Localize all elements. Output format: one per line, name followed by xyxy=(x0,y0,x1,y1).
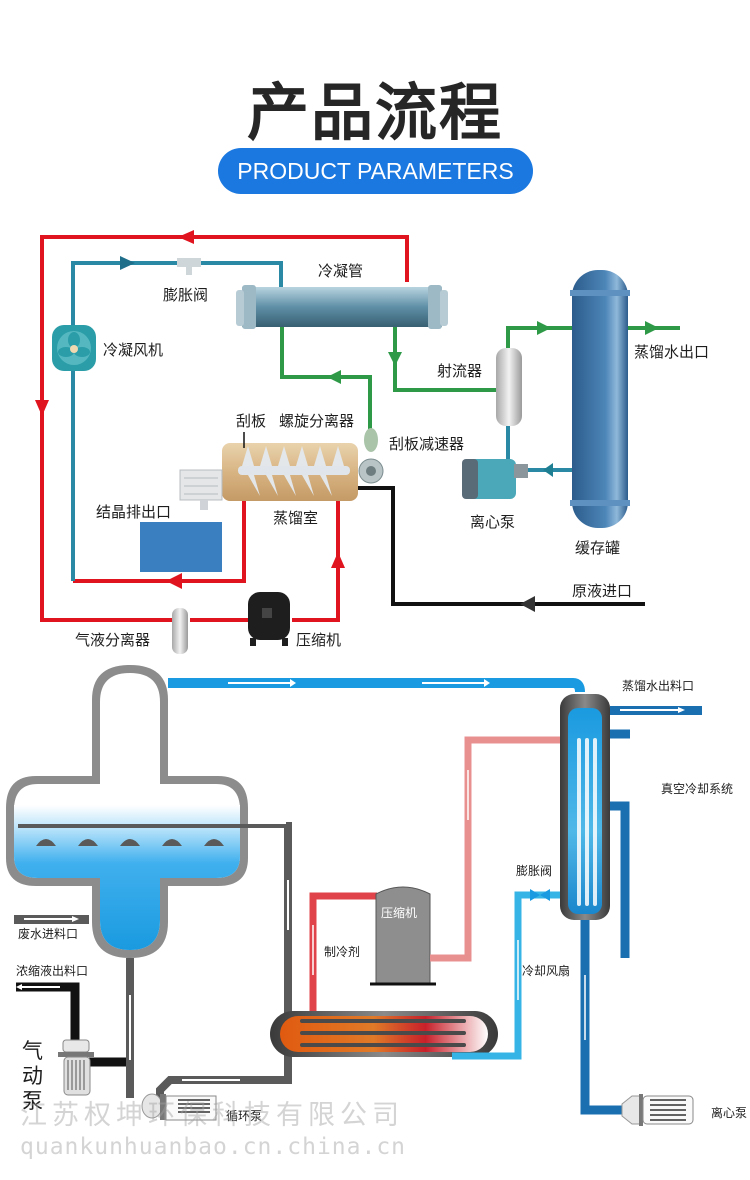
distillation-chamber xyxy=(222,432,358,501)
label-centrifugal-pump: 离心泵 xyxy=(470,513,515,531)
label-circulation-pump: 循环泵 xyxy=(226,1109,262,1123)
wastewater-inlet xyxy=(14,915,89,924)
label-crystal-outlet: 结晶排出口 xyxy=(96,503,171,521)
label-expansion-valve: 膨胀阀 xyxy=(163,286,208,304)
label-compressor: 压缩机 xyxy=(381,905,417,920)
compressor xyxy=(248,592,290,646)
label-distilled-water-outlet: 蒸馏水出口 xyxy=(634,343,709,361)
arrow-down-icon xyxy=(35,400,49,416)
label-condenser-tube: 冷凝管 xyxy=(318,262,363,280)
label-pneumatic-pump-3: 泵 xyxy=(22,1089,43,1113)
label-condenser-fan: 冷凝风机 xyxy=(103,341,163,359)
label-scraper-reducer: 刮板减速器 xyxy=(389,435,464,453)
buffer-tank xyxy=(570,270,630,528)
label-cooling-fan: 冷却风扇 xyxy=(522,963,570,978)
condenser-tube xyxy=(236,285,448,329)
arrow-right-icon xyxy=(120,256,135,270)
heat-exchanger xyxy=(270,1011,498,1057)
arrow-left-icon xyxy=(327,370,341,384)
hot-gas-line xyxy=(430,736,562,962)
arrow-left-icon xyxy=(166,573,182,589)
crystal-bin xyxy=(140,522,222,572)
compressor xyxy=(370,886,436,986)
watermark-company: 江苏权坤环保科技有限公司 xyxy=(20,1100,404,1131)
label-pneumatic-pump-1: 气 xyxy=(22,1039,43,1063)
circulation-pump xyxy=(141,1093,217,1121)
label-concentrate-outlet: 浓缩液出料口 xyxy=(16,963,88,978)
ejector xyxy=(496,348,522,462)
label-spiral-separator: 螺旋分离器 xyxy=(279,412,354,430)
arrow-right-icon xyxy=(537,321,551,335)
arrow-left-icon xyxy=(520,596,535,612)
label-wastewater-inlet: 废水进料口 xyxy=(18,926,78,941)
label-distillation-chamber: 蒸馏室 xyxy=(273,509,318,527)
condenser-fan xyxy=(52,325,96,371)
label-gas-liquid-separator: 气液分离器 xyxy=(75,631,150,649)
distilled-water-discharge xyxy=(610,706,702,715)
watermark-domain: quankunhuanbao.cn.china.cn xyxy=(20,1134,407,1160)
arrow-left-icon xyxy=(16,984,22,990)
arrow-right-icon xyxy=(645,321,659,335)
label-buffer-tank: 缓存罐 xyxy=(575,539,620,557)
condenser-column xyxy=(560,694,610,920)
arrow-up-icon xyxy=(331,552,345,568)
pneumatic-pump xyxy=(58,1039,94,1096)
centrifugal-pump xyxy=(462,459,572,499)
feed-line xyxy=(358,486,645,606)
label-refrigerant: 制冷剂 xyxy=(324,944,360,959)
label-compressor: 压缩机 xyxy=(296,631,341,649)
label-pneumatic-pump-2: 动 xyxy=(22,1064,43,1088)
gas-liquid-separator xyxy=(172,608,188,654)
motor xyxy=(179,469,223,510)
page-title: 产品流程 xyxy=(246,76,503,149)
expansion-valve xyxy=(177,258,201,275)
scraper-reducer xyxy=(358,428,384,484)
label-ejector: 射流器 xyxy=(437,362,482,380)
label-vacuum-cooling-system: 真空冷却系统 xyxy=(661,782,733,796)
centrifugal-pump xyxy=(621,1094,694,1126)
evaporator-vessel xyxy=(6,665,288,958)
subtitle-badge: PRODUCT PARAMETERS xyxy=(218,148,533,194)
label-scraper: 刮板 xyxy=(236,412,266,430)
arrow-down-icon xyxy=(388,352,402,366)
label-distilled-water-discharge: 蒸馏水出料口 xyxy=(622,679,694,693)
label-centrifugal-pump: 离心泵 xyxy=(711,1105,747,1120)
label-expansion-valve: 膨胀阀 xyxy=(516,864,552,878)
label-raw-liquid-inlet: 原液进口 xyxy=(572,582,632,600)
arrow-left-icon xyxy=(178,230,194,244)
expansion-valve xyxy=(530,889,550,901)
steam-pipe xyxy=(168,678,585,693)
